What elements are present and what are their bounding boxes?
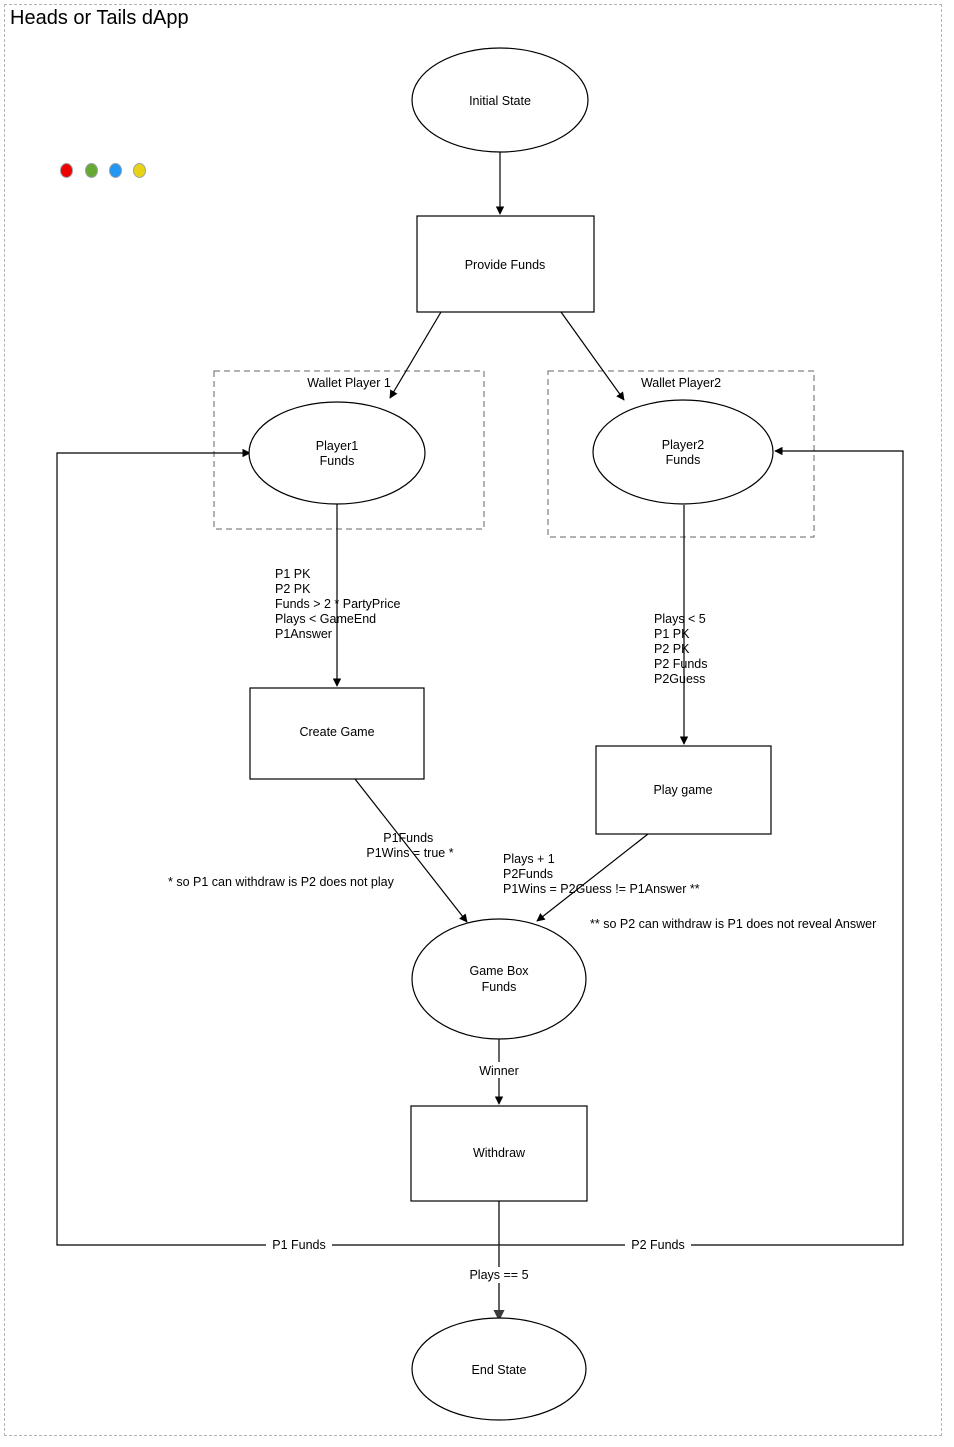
edge-label-create-game-conditions-line-0: P1 PK [275, 567, 311, 581]
edge-label-play-game-to-box: Plays + 1 P2Funds P1Wins = P2Guess != P1… [503, 852, 700, 896]
edge-provide-funds-to-player1 [389, 311, 442, 399]
node-provide-funds[interactable] [416, 215, 595, 313]
p2-funds-label-backing [625, 1237, 691, 1253]
note-double-star: ** so P2 can withdraw is P1 does not rev… [590, 917, 876, 931]
node-withdraw[interactable] [410, 1105, 588, 1202]
group-wallet-player1-label: Wallet Player 1 [307, 376, 391, 390]
edge-play-game-to-game-box [536, 833, 649, 922]
group-wallet-player2-label: Wallet Player2 [641, 376, 721, 390]
blue-dot[interactable] [109, 163, 122, 178]
node-game-box-funds-label-line2: Funds [482, 980, 517, 994]
node-create-game[interactable] [249, 687, 425, 780]
node-withdraw-label: Withdraw [473, 1146, 526, 1160]
legend-dots [60, 163, 150, 181]
edge-label-play-game-conditions-line-2: P2 PK [654, 642, 690, 656]
edge-label-play-game-to-box-line-0: Plays + 1 [503, 852, 555, 866]
edge-label-create-game-conditions-line-2: Funds > 2 * PartyPrice [275, 597, 400, 611]
edge-label-p2-funds-return: P2 Funds [631, 1238, 685, 1252]
edge-label-create-game-conditions: P1 PK P2 PK Funds > 2 * PartyPrice Plays… [275, 567, 404, 641]
edge-label-plays-end: Plays == 5 [469, 1268, 528, 1282]
node-player2-funds-label-line1: Player2 [662, 438, 704, 452]
edge-create-game-to-game-box [354, 778, 468, 923]
page-title: Heads or Tails dApp [10, 7, 189, 29]
note-single-star: * so P1 can withdraw is P2 does not play [168, 875, 395, 889]
edge-label-create-game-to-box-line-1: P1Wins = true * [366, 846, 453, 860]
edge-p2-funds-return [499, 446, 904, 1246]
node-player2-funds-label-line2: Funds [666, 453, 701, 467]
edge-label-play-game-to-box-line-2: P1Wins = P2Guess != P1Answer ** [503, 882, 700, 896]
node-play-game[interactable] [595, 745, 772, 835]
node-initial-state[interactable] [411, 47, 589, 153]
red-dot[interactable] [60, 163, 73, 178]
edge-label-play-game-to-box-line-1: P2Funds [503, 867, 553, 881]
node-player1-funds-label-line2: Funds [320, 454, 355, 468]
node-end-state-label: End State [472, 1363, 527, 1377]
winner-label-backing [472, 1062, 527, 1078]
plays-end-label-backing [461, 1267, 537, 1283]
edge-label-winner: Winner [479, 1064, 519, 1078]
edge-label-create-game-to-box-line-0: P1Funds [383, 831, 433, 845]
node-game-box-funds-label-line1: Game Box [469, 964, 529, 978]
edge-label-play-game-conditions-line-3: P2 Funds [654, 657, 708, 671]
edge-provide-funds-to-player2 [560, 311, 625, 401]
edge-label-create-game-conditions-line-4: P1Answer [275, 627, 332, 641]
edge-label-play-game-conditions-line-1: P1 PK [654, 627, 690, 641]
edge-label-play-game-conditions: Plays < 5 P1 PK P2 PK P2 Funds P2Guess [654, 612, 711, 686]
yellow-dot[interactable] [133, 163, 146, 178]
node-game-box-funds[interactable] [411, 918, 587, 1040]
node-player2-funds[interactable] [592, 399, 774, 505]
node-initial-state-label: Initial State [469, 94, 531, 108]
green-dot[interactable] [85, 163, 98, 178]
node-player1-funds[interactable] [248, 401, 426, 505]
edge-label-play-game-conditions-line-4: P2Guess [654, 672, 705, 686]
node-player1-funds-label-line1: Player1 [316, 439, 358, 453]
group-wallet-player2 [547, 370, 815, 538]
group-wallet-player1 [213, 370, 485, 530]
edge-label-create-game-conditions-line-1: P2 PK [275, 582, 311, 596]
node-provide-funds-label: Provide Funds [465, 258, 546, 272]
node-play-game-label: Play game [653, 783, 712, 797]
edge-label-p1-funds-return: P1 Funds [272, 1238, 326, 1252]
node-end-state[interactable] [411, 1317, 587, 1421]
p1-funds-label-backing [266, 1237, 332, 1253]
edge-label-create-game-to-box: P1Funds P1Wins = true * [366, 831, 453, 860]
edge-label-create-game-conditions-line-3: Plays < GameEnd [275, 612, 376, 626]
edge-label-play-game-conditions-line-0: Plays < 5 [654, 612, 706, 626]
node-create-game-label: Create Game [299, 725, 374, 739]
